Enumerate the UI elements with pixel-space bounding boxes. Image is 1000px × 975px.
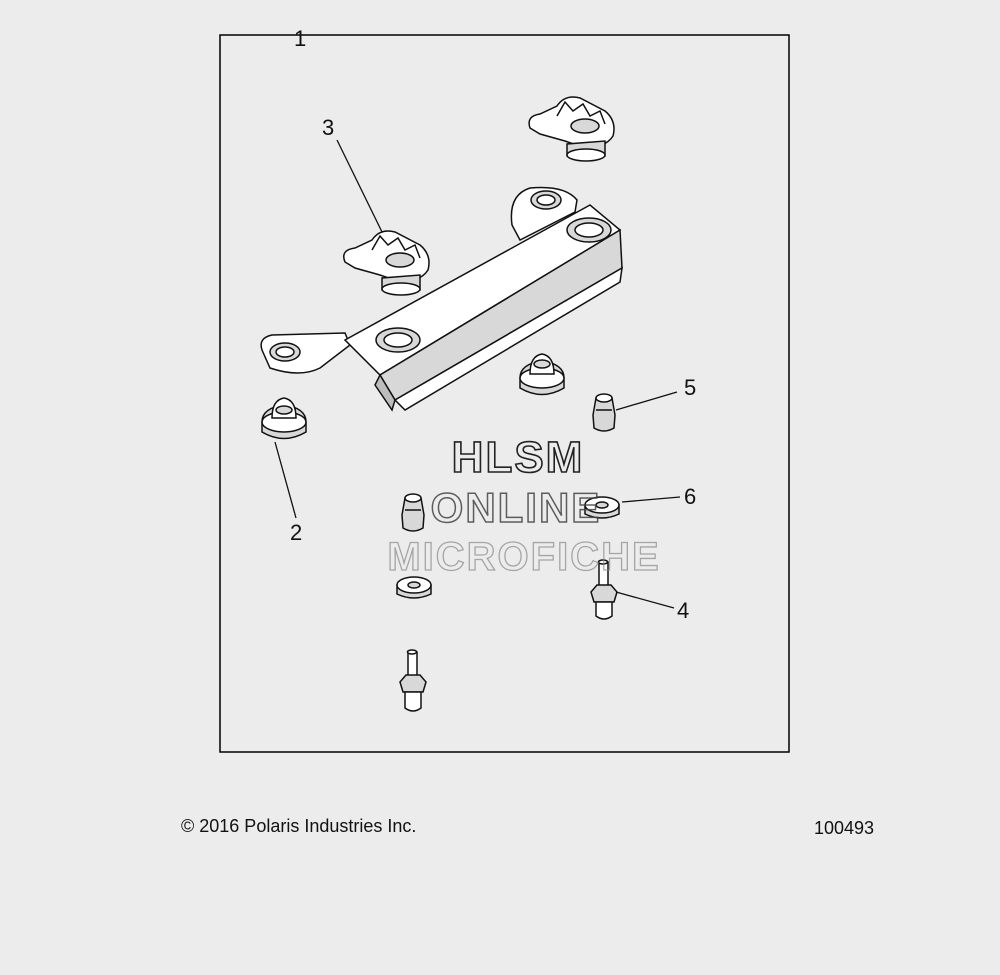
callout-1: 1 xyxy=(294,26,306,51)
mounting-bracket xyxy=(260,186,623,412)
nut-5-second xyxy=(401,493,425,532)
callout-6: 6 xyxy=(684,484,696,509)
watermark-microfiche: MICROFICHE xyxy=(387,535,660,579)
leader-5 xyxy=(615,391,678,411)
callout-3: 3 xyxy=(322,115,334,140)
nut-5 xyxy=(592,393,616,432)
leader-2 xyxy=(274,441,297,519)
figure-number: 100493 xyxy=(814,818,875,838)
watermark-online: ONLINE xyxy=(431,484,602,531)
washer-6-second xyxy=(396,576,432,599)
grommet-2 xyxy=(261,397,307,440)
leader-4 xyxy=(615,591,675,609)
washer-6 xyxy=(584,496,620,519)
copyright-text: © 2016 Polaris Industries Inc. xyxy=(181,816,417,836)
grommet-2-second xyxy=(519,353,565,396)
leader-6 xyxy=(621,496,681,503)
latch-3 xyxy=(343,230,430,296)
callout-5: 5 xyxy=(684,375,696,400)
stud-4-second xyxy=(399,649,427,712)
watermark-hlsm: HLSM xyxy=(452,433,585,482)
callout-4: 4 xyxy=(677,598,689,623)
callout-2: 2 xyxy=(290,520,302,545)
latch-3-second xyxy=(528,96,615,162)
leader-3 xyxy=(336,139,383,233)
stud-4 xyxy=(590,559,618,620)
kit-frame xyxy=(219,34,790,753)
